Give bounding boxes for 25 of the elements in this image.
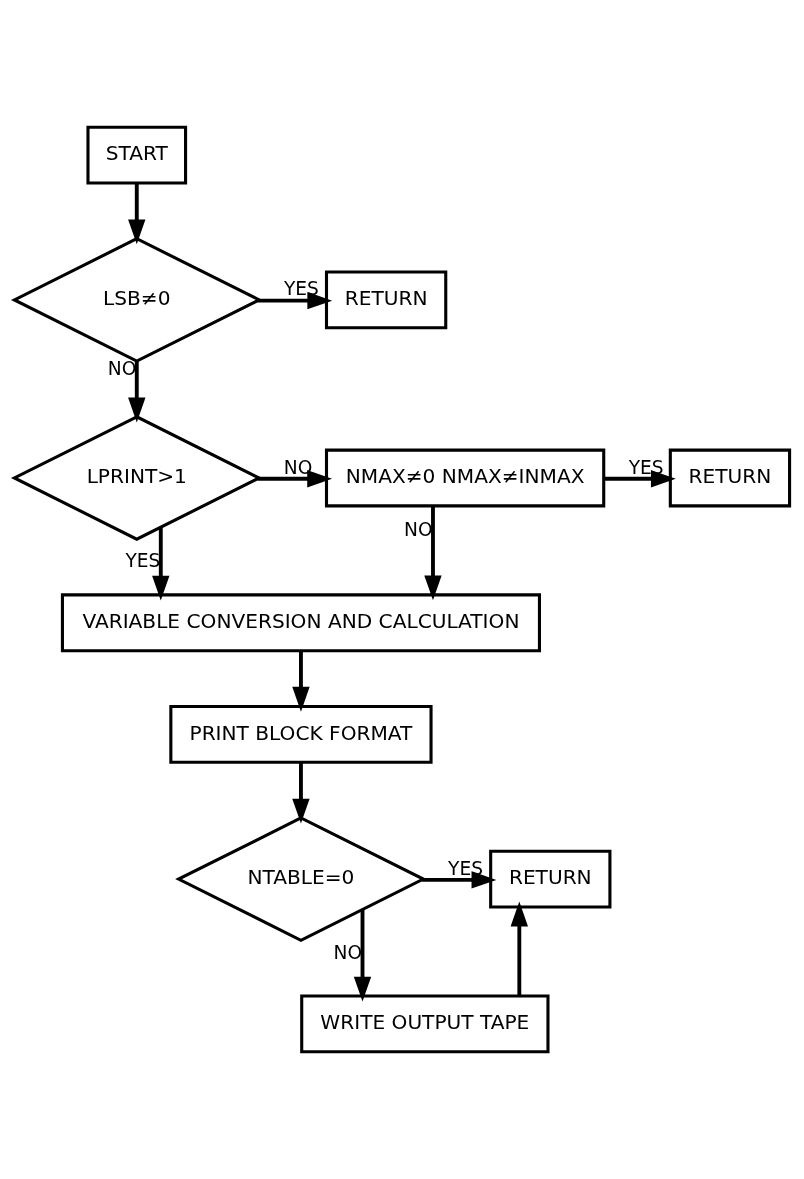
node-box: PRINT BLOCK FORMAT bbox=[169, 704, 433, 764]
edge-label: NO bbox=[283, 456, 313, 478]
arrow bbox=[424, 505, 442, 601]
arrow bbox=[292, 650, 310, 712]
edge-label: YES bbox=[283, 278, 319, 300]
arrow bbox=[128, 183, 146, 245]
node-box: RETURN bbox=[668, 448, 792, 508]
arrow bbox=[257, 291, 333, 310]
arrow bbox=[353, 909, 372, 1002]
arrow bbox=[128, 361, 146, 423]
node-diamond: LPRINT>1 bbox=[10, 415, 263, 541]
node-box: RETURN bbox=[489, 849, 612, 909]
arrow bbox=[603, 470, 676, 488]
edge-label: YES bbox=[125, 550, 161, 572]
arrow bbox=[152, 527, 170, 601]
node-box: WRITE OUTPUT TAPE bbox=[300, 994, 550, 1054]
edge-label: NO bbox=[333, 942, 363, 964]
node-box: START bbox=[86, 125, 188, 185]
node-box: VARIABLE CONVERSION AND CALCULATION bbox=[60, 593, 541, 653]
arrow bbox=[292, 762, 310, 824]
arrow bbox=[257, 470, 333, 488]
arrow bbox=[510, 901, 528, 996]
node-box: NMAX≠0 NMAX≠INMAX bbox=[324, 448, 606, 508]
node-diamond: NTABLE=0 bbox=[175, 816, 427, 943]
node-box: RETURN bbox=[324, 270, 448, 330]
